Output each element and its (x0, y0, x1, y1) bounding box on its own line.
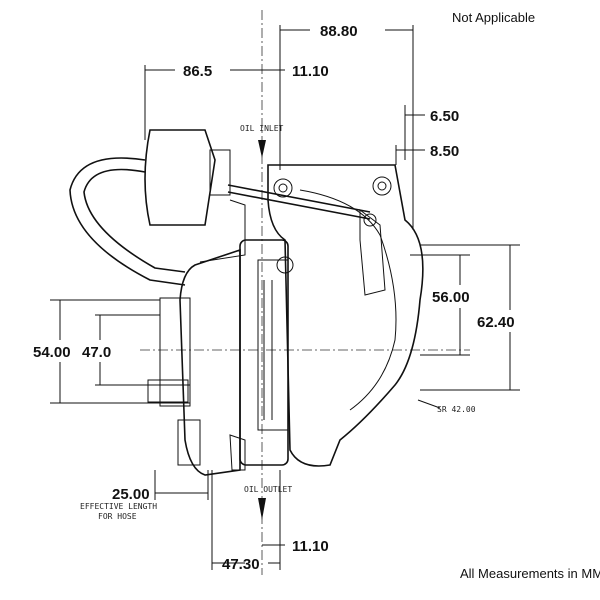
not-applicable-note: Not Applicable (452, 10, 535, 25)
dimension-lines (59, 29, 511, 564)
dim-radius: SR 42.00 (437, 405, 476, 414)
dim-right-outer-height: 62.40 (477, 314, 515, 331)
dim-right-small-1: 6.50 (430, 108, 459, 125)
dim-right-small-2: 8.50 (430, 143, 459, 160)
dim-top-overall: 88.80 (320, 23, 358, 40)
oil-inlet-label: OIL INLET (240, 124, 284, 133)
oil-outlet-label: OIL OUTLET (244, 485, 292, 494)
oil-inlet-arrow (258, 140, 266, 158)
hose-note-line-1: EFFECTIVE LENGTH (80, 502, 157, 511)
dim-bottom-center-offset: 11.10 (292, 538, 329, 555)
hose-note-line-2: FOR HOSE (98, 512, 137, 521)
dim-left-outer-height: 54.00 (33, 344, 71, 361)
turbine-housing (267, 164, 424, 467)
dim-bottom-width: 47.30 (222, 556, 260, 573)
dim-hose-length: 25.00 (112, 486, 150, 503)
compressor-housing (147, 248, 246, 476)
dim-top-center-offset: 11.10 (292, 63, 329, 80)
measurement-units-note: All Measurements in MM (460, 566, 600, 581)
actuator-hose (69, 157, 186, 286)
center-housing (239, 239, 289, 466)
oil-outlet-arrow (258, 498, 266, 520)
dim-top-left: 86.5 (183, 63, 212, 80)
wastegate-actuator (144, 129, 386, 296)
dim-right-inner-height: 56.00 (432, 289, 470, 306)
extension-lines (50, 25, 520, 570)
dim-left-inner-height: 47.0 (82, 344, 111, 361)
